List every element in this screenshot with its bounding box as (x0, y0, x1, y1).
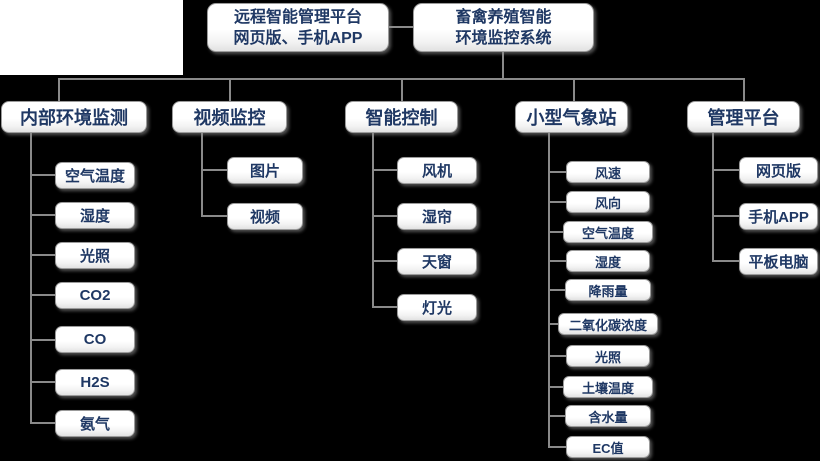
connector (372, 169, 397, 171)
node-label-line: 畜禽养殖智能 (455, 8, 552, 26)
connector (573, 78, 575, 101)
connector (30, 214, 55, 216)
connector (30, 294, 55, 296)
leaf-light: 光照 (566, 345, 650, 367)
connector (548, 260, 566, 262)
leaf-humidity: 湿度 (566, 250, 650, 272)
node-monitoring-system: 畜禽养殖智能 环境监控系统 (413, 3, 594, 52)
connector (712, 169, 739, 171)
leaf-co2: CO2 (55, 282, 135, 309)
leaf-web-version: 网页版 (739, 157, 818, 184)
leaf-wind-speed: 风速 (566, 161, 650, 183)
connector (548, 446, 566, 448)
leaf-h2s: H2S (55, 369, 135, 396)
connector (743, 78, 745, 101)
leaf-air-temperature: 空气温度 (55, 162, 135, 189)
branch-video-surveillance: 视频监控 (172, 101, 287, 133)
connector (548, 415, 565, 417)
leaf-ammonia: 氨气 (55, 410, 135, 437)
connector (548, 201, 566, 203)
leaf-fan: 风机 (397, 157, 477, 184)
connector (548, 171, 566, 173)
connector (372, 133, 374, 308)
connector (30, 422, 55, 424)
connector (372, 260, 397, 262)
leaf-humidity: 湿度 (55, 202, 135, 229)
connector (372, 215, 397, 217)
leaf-co: CO (55, 326, 135, 353)
connector (389, 26, 413, 28)
connector (401, 78, 403, 101)
leaf-ec-value: EC值 (566, 436, 650, 458)
connector (502, 52, 504, 78)
connector (712, 215, 739, 217)
branch-intelligent-control: 智能控制 (345, 101, 458, 133)
node-label-line: 网页版、手机APP (233, 29, 363, 47)
connector (548, 289, 565, 291)
leaf-co2-concentration: 二氧化碳浓度 (558, 313, 658, 335)
connector (30, 254, 55, 256)
node-label-line: 环境监控系统 (455, 29, 552, 47)
connector (712, 260, 739, 262)
connector (30, 133, 32, 424)
connector (201, 133, 203, 217)
background-patch (0, 0, 183, 75)
leaf-image: 图片 (227, 157, 303, 184)
node-remote-management-platform: 远程智能管理平台 网页版、手机APP (207, 3, 389, 52)
connector (30, 174, 55, 176)
branch-weather-station: 小型气象站 (515, 101, 628, 133)
leaf-air-temperature: 空气温度 (563, 221, 653, 243)
leaf-light: 光照 (55, 242, 135, 269)
leaf-lighting: 灯光 (397, 294, 477, 321)
leaf-rainfall: 降雨量 (565, 279, 651, 301)
branch-internal-environment-monitoring: 内部环境监测 (1, 101, 147, 133)
leaf-wind-direction: 风向 (566, 191, 650, 213)
leaf-mobile-app: 手机APP (739, 203, 818, 230)
connector (712, 133, 714, 262)
leaf-moisture-content: 含水量 (565, 405, 651, 427)
connector (372, 306, 397, 308)
connector (30, 381, 55, 383)
connector (229, 78, 231, 101)
connector (548, 355, 566, 357)
leaf-soil-temperature: 土壤温度 (563, 376, 653, 398)
connector (548, 231, 563, 233)
connector (58, 78, 60, 101)
connector (201, 215, 227, 217)
leaf-wet-curtain: 湿帘 (397, 203, 477, 230)
connector (201, 169, 227, 171)
node-label-line: 远程智能管理平台 (233, 8, 362, 26)
leaf-skylight: 天窗 (397, 248, 477, 275)
connector (548, 323, 558, 325)
leaf-tablet: 平板电脑 (739, 248, 818, 275)
connector (30, 339, 55, 341)
connector (548, 386, 563, 388)
leaf-video: 视频 (227, 203, 303, 230)
branch-management-platform: 管理平台 (687, 101, 800, 133)
